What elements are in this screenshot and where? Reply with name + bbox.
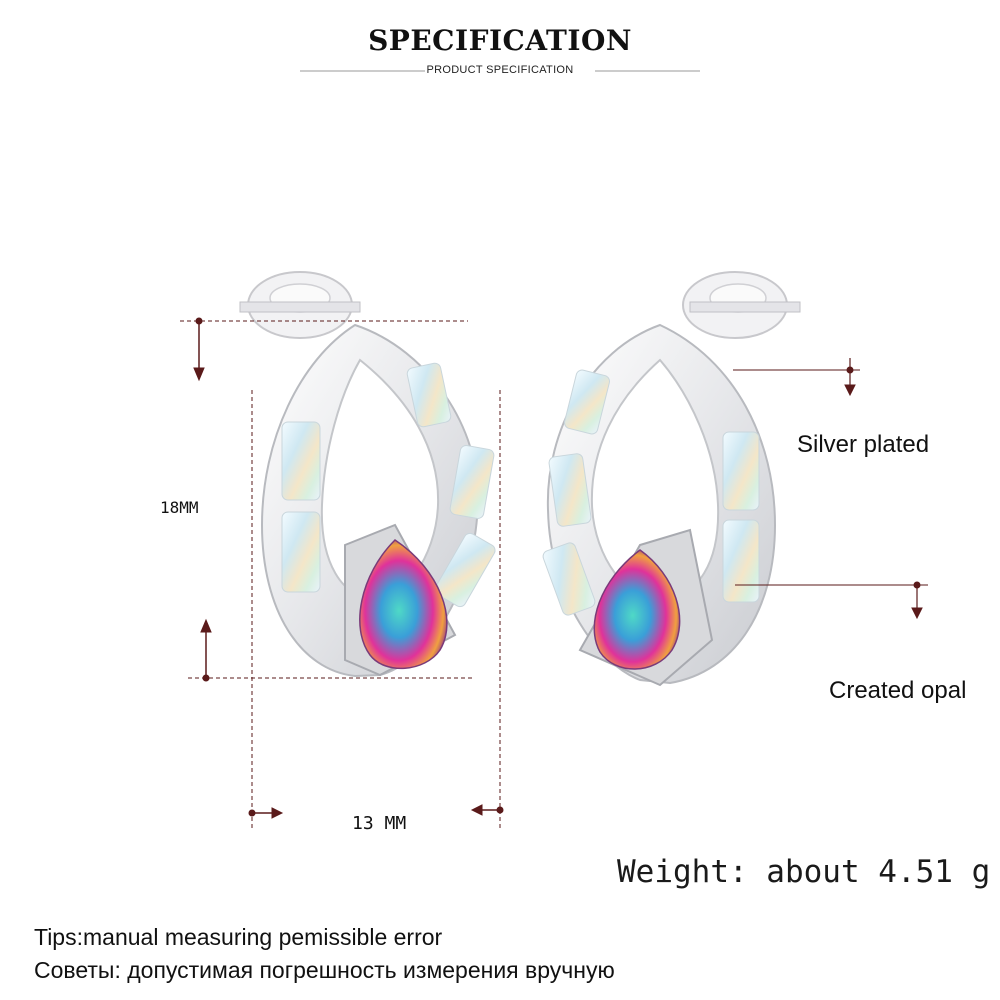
callout-opal-line [735,581,928,620]
spec-title: SPECIFICATION [368,24,632,57]
tips-russian: Советы: допустимая погрешность измерения… [34,957,615,983]
weight-label: Weight: about 4.51 g [617,854,991,890]
silver-plated-label: Silver plated [797,431,930,458]
tips-english: Tips:manual measuring pemissible error [34,924,443,950]
right-earring [542,271,801,687]
left-earring [239,271,496,678]
height-dimension [180,317,473,682]
callout-silver-line [733,358,860,397]
height-label: 18MM [160,498,199,517]
width-label: 13 MM [352,813,407,834]
left-gemstone [359,539,448,669]
created-opal-label: Created opal [829,677,967,704]
spec-subtitle: PRODUCT SPECIFICATION [426,64,574,76]
right-gemstone [593,549,681,670]
width-dimension [248,390,504,830]
